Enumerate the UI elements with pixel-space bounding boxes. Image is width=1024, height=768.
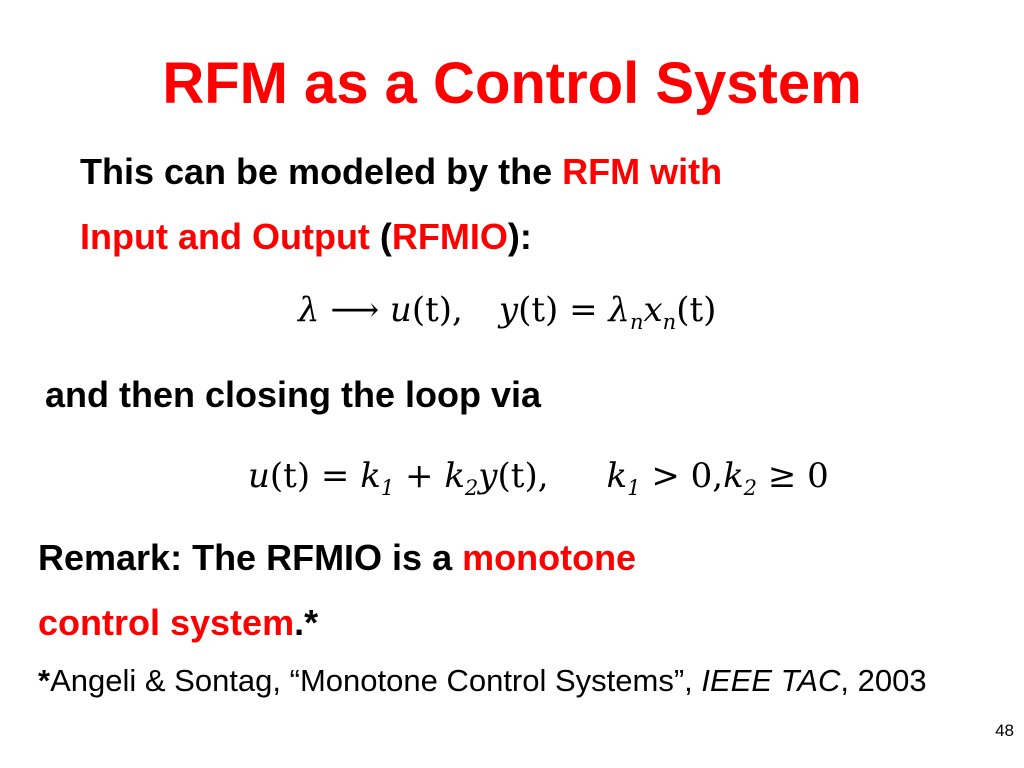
- eq2-u: u: [248, 456, 270, 496]
- remark-text: Remark: The RFMIO is a: [38, 537, 463, 578]
- eq1-equals: =: [558, 290, 609, 330]
- eq2-t2: (t): [497, 456, 538, 496]
- eq1-sub-n2: n: [662, 310, 677, 334]
- eq2-sub2: 2: [464, 476, 479, 500]
- closing-loop-text: and then closing the loop via: [45, 374, 542, 415]
- eq1-arrow: ⟶: [319, 290, 390, 330]
- intro-line-2: Input and Output (RFMIO):: [80, 216, 532, 258]
- slide-title: RFM as a Control System: [162, 51, 862, 116]
- eq2-ge: ≥ 0: [757, 456, 829, 496]
- eq1-lambda-n: λ: [608, 290, 630, 330]
- eq1-y: y: [498, 290, 519, 330]
- eq1-t2: (t): [518, 290, 559, 330]
- eq2-k2: k: [444, 456, 465, 496]
- remark-highlight-monotone: monotone: [462, 537, 637, 578]
- reference-text: Angeli & Sontag, “Monotone Control Syste…: [50, 663, 702, 698]
- eq1-t3: (t): [676, 290, 717, 330]
- intro-text: This can be modeled by the: [80, 151, 563, 192]
- reference-star: *: [38, 663, 51, 698]
- eq2-plus: +: [394, 456, 445, 496]
- intro-line-1: This can be modeled by the RFM with: [80, 151, 722, 193]
- remark-highlight-control-system: control system: [38, 602, 295, 643]
- eq2-sub1: 1: [380, 476, 395, 500]
- reference-year: , 2003: [840, 663, 927, 698]
- intro-highlight-rfmio: RFMIO: [391, 216, 508, 257]
- eq2-gt: > 0,: [640, 456, 724, 496]
- eq2-k1: k: [360, 456, 381, 496]
- eq2-k2b: k: [723, 456, 744, 496]
- reference-journal: IEEE TAC: [701, 663, 841, 698]
- eq1-x: x: [643, 290, 663, 330]
- equation-feedback: u(t) = k1 + k2y(t),k1 > 0,k2 ≥ 0: [248, 456, 829, 500]
- eq1-comma: ,: [452, 290, 463, 330]
- equation-input-output: λ ⟶ u(t),y(t) = λnxn(t): [298, 290, 716, 334]
- eq1-t1: (t): [411, 290, 453, 330]
- eq1-lambda: λ: [298, 290, 320, 330]
- eq1-sub-n1: n: [629, 310, 644, 334]
- intro-paren-close: ):: [507, 216, 532, 257]
- remark-line-1: Remark: The RFMIO is a monotone: [38, 537, 636, 579]
- eq2-sub2b: 2: [743, 476, 758, 500]
- eq2-comma: ,: [537, 456, 549, 496]
- eq2-y: y: [478, 456, 498, 496]
- reference-citation: *Angeli & Sontag, “Monotone Control Syst…: [38, 660, 998, 701]
- intro-highlight-rfm-with: RFM with: [562, 151, 723, 192]
- remark-footnote-mark: .*: [294, 602, 319, 643]
- intro-paren-open: (: [369, 216, 392, 257]
- eq1-u: u: [389, 290, 412, 330]
- eq2-t1: (t): [269, 456, 311, 496]
- page-number: 48: [995, 721, 1014, 740]
- eq2-equals: =: [310, 456, 361, 496]
- remark-line-2: control system.*: [38, 602, 318, 644]
- intro-highlight-input-output: Input and Output: [80, 216, 370, 257]
- eq2-k1b: k: [606, 456, 628, 496]
- eq2-sub1b: 1: [627, 476, 641, 500]
